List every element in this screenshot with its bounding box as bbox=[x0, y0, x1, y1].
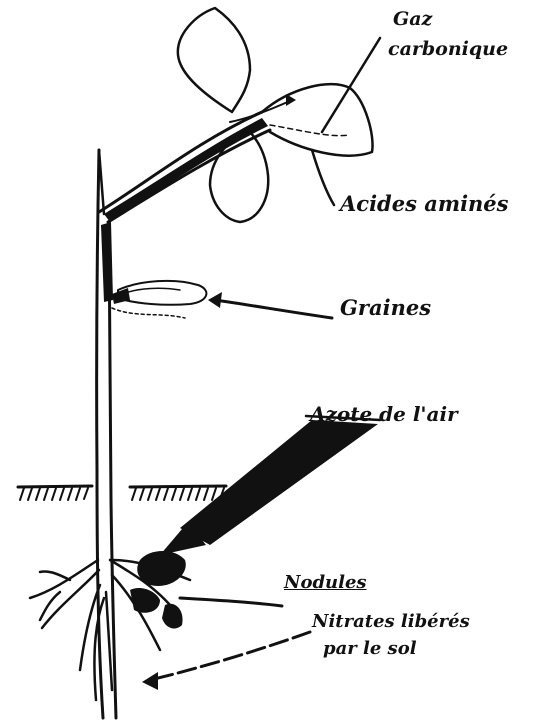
label-graines: Graines bbox=[340, 297, 431, 318]
seed-pod bbox=[112, 281, 206, 318]
label-nitrates-line1: Nitrates libérés bbox=[312, 613, 470, 631]
pointer-nodules bbox=[180, 598, 282, 606]
ground-line bbox=[18, 486, 226, 500]
nitrates-arrow bbox=[142, 632, 310, 690]
stem bbox=[97, 150, 116, 718]
pointer-acides bbox=[312, 150, 334, 205]
label-gaz-carbonique-line2: carbonique bbox=[388, 40, 508, 59]
label-gaz-carbonique-line1: Gaz bbox=[393, 10, 432, 29]
leaf-right bbox=[262, 84, 373, 155]
petiole bbox=[99, 94, 296, 222]
label-nitrates-line2: par le sol bbox=[323, 640, 417, 658]
label-nodules: Nodules bbox=[284, 574, 367, 592]
label-acides-amines: Acides aminés bbox=[340, 193, 509, 214]
pointer-graines bbox=[208, 292, 332, 318]
leaf-top bbox=[178, 8, 250, 112]
label-azote-air: Azote de l'air bbox=[310, 404, 458, 424]
